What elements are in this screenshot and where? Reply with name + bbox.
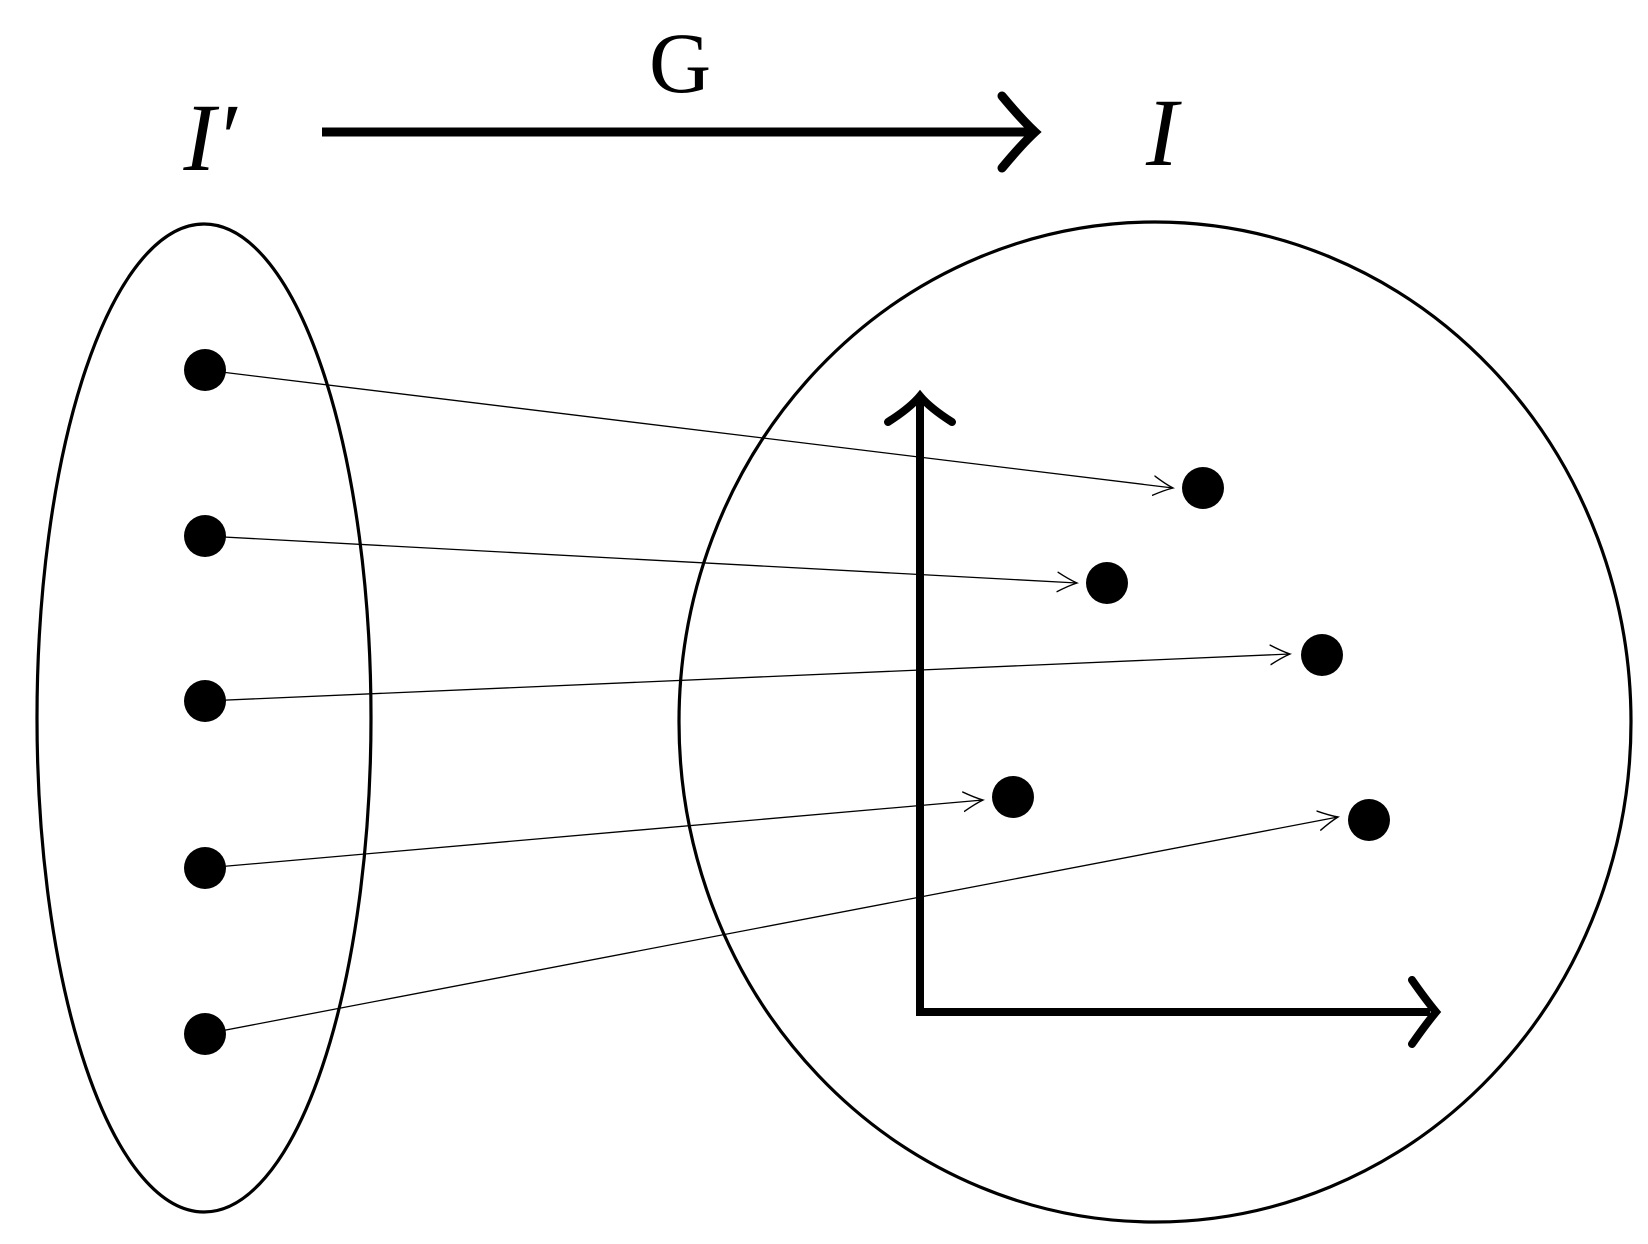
domain-set-label: I′ — [183, 84, 239, 191]
target-point-4 — [992, 776, 1034, 818]
mapping-arrow-2 — [204, 535, 1077, 583]
map-arrow-g — [322, 91, 1042, 173]
coordinate-axes — [884, 389, 1442, 1048]
domain-set-ellipse — [35, 222, 373, 1214]
y-axis-arrowhead — [884, 389, 956, 426]
mapping-arrows — [204, 369, 1338, 1035]
codomain-set-label: I — [1145, 79, 1182, 186]
map-arrow-head — [997, 91, 1042, 173]
target-point-3 — [1301, 634, 1343, 676]
source-point-2 — [184, 515, 226, 557]
mapping-arrow-4 — [204, 800, 983, 869]
source-point-3 — [184, 680, 226, 722]
source-point-5 — [184, 1013, 226, 1055]
target-point-1 — [1182, 467, 1224, 509]
mapping-arrow-3 — [204, 654, 1290, 702]
x-axis-arrowhead — [1408, 976, 1442, 1048]
target-point-5 — [1348, 799, 1390, 841]
target-point-2 — [1086, 562, 1128, 604]
source-point-1 — [184, 349, 226, 391]
source-point-4 — [184, 847, 226, 889]
mapping-arrow-1 — [204, 369, 1173, 488]
target-points — [992, 467, 1390, 841]
map-label-g: G — [649, 15, 711, 111]
codomain-set-circle — [677, 220, 1633, 1224]
source-points — [184, 349, 226, 1055]
mapping-arrow-5 — [204, 817, 1338, 1035]
